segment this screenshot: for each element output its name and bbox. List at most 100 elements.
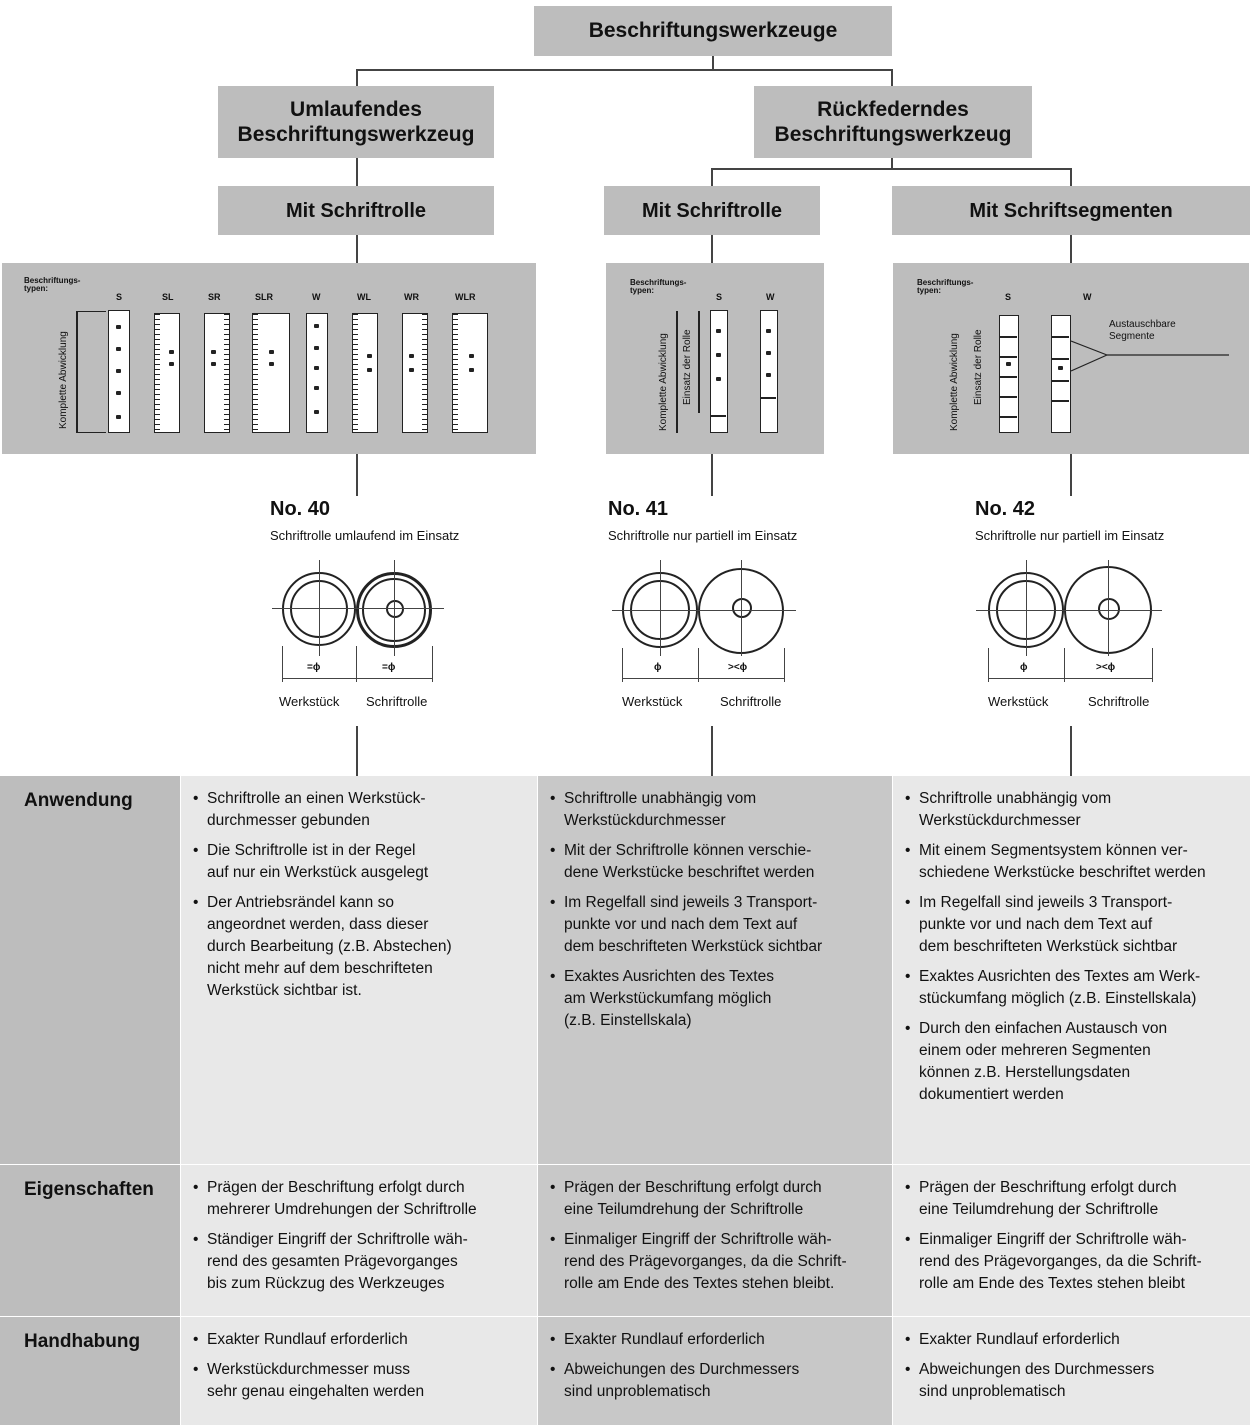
dimension-line: [698, 648, 699, 682]
connector: [711, 726, 713, 776]
list-item: Im Regelfall sind jeweils 3 Transport- p…: [548, 892, 882, 958]
dimension-line: [622, 648, 623, 682]
list-item: Exakter Rundlauf erforderlich: [548, 1329, 882, 1351]
connector: [711, 454, 713, 496]
dimension-line: [1152, 648, 1153, 682]
product-desc: Schriftrolle umlaufend im Einsatz: [270, 528, 460, 543]
dimension-line: [356, 646, 357, 682]
connector: [356, 69, 358, 86]
type-label: S: [716, 292, 723, 302]
dimension-label: ><ϕ: [728, 662, 748, 673]
schriftrolle-label: Schriftrolle: [1088, 694, 1150, 709]
list-item: Mit der Schriftrolle können verschie- de…: [548, 840, 882, 884]
strip-s: [710, 310, 728, 433]
strip-w: [306, 313, 328, 433]
dimension-line: [1064, 648, 1065, 682]
list-item: Durch den einfachen Austausch von einem …: [903, 1018, 1240, 1106]
austauschbare-segmente-label: Austauschbare Segmente: [1109, 319, 1176, 342]
type-label: SLR: [255, 292, 273, 302]
type-label: W: [312, 292, 321, 302]
root-title: Beschriftungswerkzeuge: [534, 6, 892, 56]
branch-umlaufend: Umlaufendes Beschriftungswerkzeug: [218, 86, 494, 158]
list-item: Einmaliger Eingriff der Schriftrolle wäh…: [548, 1229, 882, 1295]
schriftrolle-hub: [386, 600, 404, 618]
product-number: No. 41: [608, 498, 669, 520]
type-label: SL: [162, 292, 174, 302]
strip-sr: [204, 313, 230, 433]
product-number: No. 42: [975, 498, 1036, 520]
dimension-line: [988, 678, 1152, 679]
dimension-line: [282, 646, 283, 682]
subtype-b: Mit Schriftrolle: [604, 186, 820, 235]
typen-label: Beschriftungs- typen:: [917, 278, 974, 296]
werkstueck-label: Werkstück: [622, 694, 683, 709]
center-line: [394, 560, 395, 656]
list-item: Exaktes Ausrichten des Textes am Werkstü…: [548, 966, 882, 1032]
cell-handhabung-42: Exakter Rundlauf erforderlichAbweichunge…: [893, 1317, 1250, 1425]
subtype-c: Mit Schriftsegmenten: [892, 186, 1250, 235]
segment-pointer: [1071, 340, 1229, 372]
typen-panel-segmente: Beschriftungs- typen: S W Komplette Abwi…: [893, 263, 1249, 454]
subtype-a: Mit Schriftrolle: [218, 186, 494, 235]
connector: [891, 69, 893, 86]
connector: [712, 56, 714, 70]
list-item: Werkstückdurchmesser muss sehr genau ein…: [191, 1359, 527, 1403]
connector: [1070, 168, 1072, 186]
typen-label: Beschriftungs- typen:: [24, 276, 81, 294]
strip-s: [999, 315, 1019, 433]
cell-anwendung-40: Schriftrolle an einen Werkstück- durchme…: [181, 776, 537, 1164]
center-line: [1026, 560, 1027, 656]
type-label: W: [1083, 292, 1092, 302]
center-line: [272, 608, 444, 609]
strip-wlr: [452, 313, 488, 433]
list-item: Schriftrolle unabhängig vom Werkstückdur…: [548, 788, 882, 832]
connector: [711, 168, 1071, 170]
list-item: Abweichungen des Durchmessers sind unpro…: [903, 1359, 1240, 1403]
dimension-label: ϕ: [654, 662, 662, 673]
einsatz-der-rolle-label: Einsatz der Rolle: [682, 329, 693, 405]
typen-panel-umlaufend: Beschriftungs- typen: S SL SR SLR W WL W…: [2, 263, 536, 454]
strip-w: [760, 310, 778, 433]
dimension-line: [432, 646, 433, 682]
type-label: S: [1005, 292, 1012, 302]
row-head-handhabung: Handhabung: [0, 1317, 180, 1425]
list-item: Einmaliger Eingriff der Schriftrolle wäh…: [903, 1229, 1240, 1295]
schriftrolle-label: Schriftrolle: [366, 694, 428, 709]
dimension-line: [784, 648, 785, 682]
center-line: [319, 560, 320, 656]
cell-anwendung-41: Schriftrolle unabhängig vom Werkstückdur…: [538, 776, 892, 1164]
connector: [356, 235, 358, 263]
product-desc: Schriftrolle nur partiell im Einsatz: [608, 528, 798, 543]
strip-sl: [154, 313, 180, 433]
list-item: Exaktes Ausrichten des Textes am Werk- s…: [903, 966, 1240, 1010]
connector: [356, 726, 358, 776]
center-line: [660, 560, 661, 656]
connector: [711, 235, 713, 263]
connector: [1070, 235, 1072, 263]
product-desc: Schriftrolle nur partiell im Einsatz: [975, 528, 1165, 543]
werkstueck-label: Werkstück: [988, 694, 1049, 709]
strip-w: [1051, 315, 1071, 433]
list-item: Exakter Rundlauf erforderlich: [903, 1329, 1240, 1351]
center-line: [1108, 560, 1109, 656]
strip-slr: [252, 313, 290, 433]
strip-wl: [352, 313, 378, 433]
dimension-line: [698, 311, 700, 413]
type-label: WR: [404, 292, 419, 302]
komplette-abwicklung-label: Komplette Abwicklung: [58, 331, 69, 429]
list-item: Prägen der Beschriftung erfolgt durch ei…: [548, 1177, 882, 1221]
komplette-abwicklung-label: Komplette Abwicklung: [949, 333, 960, 431]
list-item: Prägen der Beschriftung erfolgt durch ei…: [903, 1177, 1240, 1221]
connector: [1070, 726, 1072, 776]
branch-rueckfedernd: Rückfederndes Beschriftungswerkzeug: [754, 86, 1032, 158]
schriftrolle-hub: [1098, 598, 1120, 620]
komplette-abwicklung-label: Komplette Abwicklung: [658, 333, 669, 431]
type-label: W: [766, 292, 775, 302]
list-item: Ständiger Eingriff der Schriftrolle wäh-…: [191, 1229, 527, 1295]
center-line: [612, 610, 796, 611]
type-label: S: [116, 292, 123, 302]
dimension-line: [622, 678, 784, 679]
row-head-eigenschaften: Eigenschaften: [0, 1165, 180, 1316]
connector: [711, 168, 713, 186]
dimension-line: [282, 678, 432, 679]
